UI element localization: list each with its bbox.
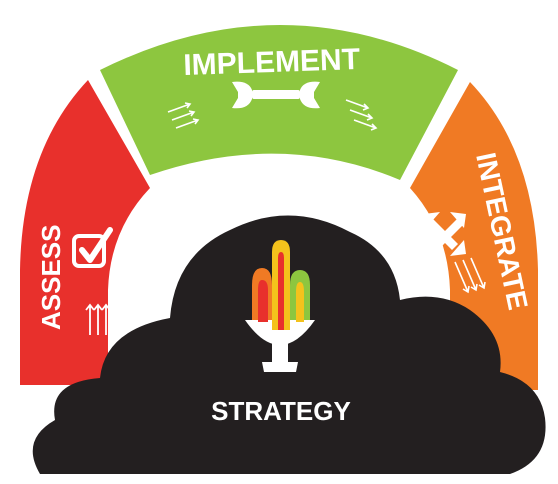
wrench-icon	[232, 81, 320, 109]
implement-segment	[100, 25, 458, 180]
arrows-icon-implement-right	[345, 99, 378, 131]
strategy-label: STRATEGY	[211, 396, 351, 426]
cross-arrows-icon	[424, 212, 466, 256]
checkbox-icon	[72, 227, 113, 268]
assess-segment	[20, 80, 150, 385]
integrate-segment	[410, 82, 538, 390]
arrows-icon-assess	[85, 303, 111, 335]
implement-label: IMPLEMENT	[183, 43, 361, 82]
arrows-icon-integrate	[454, 257, 486, 294]
strategy-cloud	[32, 215, 546, 474]
assess-label: ASSESS	[36, 225, 66, 331]
cactus-icon	[245, 240, 315, 372]
arrows-icon-implement-left	[167, 102, 200, 129]
